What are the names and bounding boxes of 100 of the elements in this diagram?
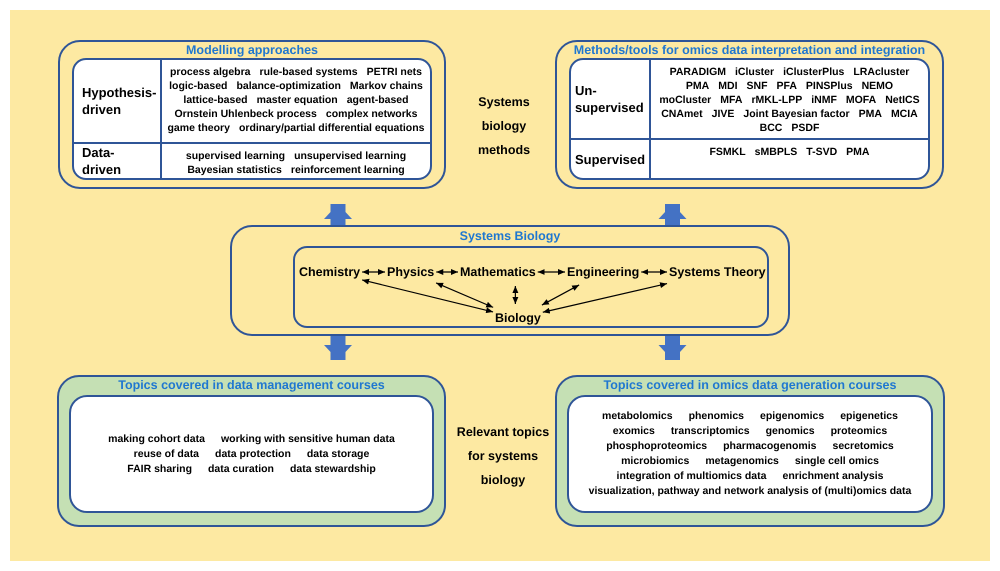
method-term: PARADIGM (670, 65, 726, 79)
method-term: lattice-based (183, 93, 248, 107)
row-header: Supervised (575, 150, 646, 168)
method-term: Ornstein Uhlenbeck process (174, 107, 317, 121)
row-header: Un-supervised (575, 82, 645, 116)
topic-term: integration of multiomics data (616, 469, 766, 484)
method-term: game theory (168, 121, 230, 135)
topic-box (69, 395, 434, 513)
topic-term: metagenomics (705, 454, 779, 469)
arrow (542, 282, 668, 314)
discipline-label: Systems Theory (669, 265, 766, 279)
topic-term: FAIR sharing (127, 462, 192, 476)
discipline-label: Mathematics (460, 265, 536, 279)
topic-term: microbiomics (621, 454, 690, 469)
method-term: Markov chains (350, 79, 423, 93)
method-term: MFA (720, 93, 742, 107)
topic-term: metabolomics (602, 409, 673, 424)
topic-term: proteomics (830, 424, 888, 439)
method-term: iClusterPlus (783, 65, 844, 79)
table-row (571, 60, 928, 140)
method-term: MCIA (890, 107, 918, 121)
topic-term: epigenomics (760, 409, 824, 424)
method-term: JIVE (712, 107, 734, 121)
topic-term: single cell omics (794, 454, 879, 469)
topic-term: working with sensitive human data (220, 432, 395, 446)
method-term: BCC (760, 121, 782, 135)
method-term: PSDF (791, 121, 820, 135)
section-panel (57, 375, 446, 527)
method-term: MDI (718, 79, 738, 93)
block-arrow (324, 336, 352, 360)
block-arrow (324, 204, 352, 225)
method-term: MOFA (846, 93, 876, 107)
discipline-label: Physics (387, 265, 434, 279)
table-row (74, 60, 430, 144)
section-title: Topics covered in data management courses (118, 377, 385, 393)
method-term: FSMKL (709, 145, 746, 160)
method-term: PMA (846, 145, 870, 160)
method-term: sMBPLS (754, 145, 798, 160)
topic-term: data storage (306, 446, 370, 462)
method-term: balance-optimization (236, 79, 341, 93)
section-panel (555, 375, 945, 527)
method-term: T-SVD (806, 145, 838, 160)
method-term: NEMO (862, 79, 894, 93)
method-term: rMKL-LPP (751, 93, 802, 107)
section-panel (555, 40, 944, 189)
method-term: iNMF (811, 93, 837, 107)
topic-term: data stewardship (290, 462, 376, 476)
side-note: Systems biology methods (478, 95, 530, 157)
section-title: Methods/tools for omics data interpretation and integration (574, 42, 926, 58)
method-term: SNF (746, 79, 768, 93)
arrow (362, 278, 494, 314)
method-term: LRAcluster (853, 65, 910, 79)
arrow (542, 284, 580, 306)
arrow (538, 269, 565, 275)
arrow (436, 282, 494, 308)
row-header: Hypothesis-driven (82, 84, 156, 118)
topic-term: data curation (208, 462, 274, 476)
topic-term: exomics (612, 424, 655, 439)
topic-term: phosphoproteomics (606, 439, 708, 454)
topic-term: secretomics (832, 439, 894, 454)
section-title: Topics covered in omics data generation courses (604, 377, 896, 393)
section-title: Systems Biology (460, 228, 560, 244)
side-note: Relevant topics for systems biology (456, 425, 550, 487)
topic-term: phenomics (688, 409, 744, 424)
discipline-label: Engineering (567, 265, 640, 279)
arrow (641, 269, 667, 275)
topic-term: genomics (766, 424, 815, 439)
topic-box (567, 395, 933, 513)
method-term: master equation (256, 93, 338, 107)
topic-term: pharmacogenomis (723, 439, 816, 454)
method-term: ordinary/partial differential equations (238, 121, 424, 135)
topic-term: transcriptomics (670, 424, 750, 439)
method-term: CNAmet (661, 107, 703, 121)
method-term: unsupervised learning (294, 149, 406, 163)
section-panel (230, 225, 790, 336)
method-term: Bayesian statistics (187, 163, 282, 177)
method-term: moCluster (659, 93, 712, 107)
topic-term: enrichment analysis (782, 469, 884, 484)
topic-term: epigenetics (840, 409, 898, 424)
arrow (436, 269, 458, 275)
method-term: Joint Bayesian factor (743, 107, 850, 121)
arrow (362, 269, 385, 275)
method-term: supervised learning (186, 149, 286, 163)
topic-term: data protection (215, 446, 291, 462)
method-term: PINSPlus (806, 79, 853, 93)
row-header: Data-driven (82, 144, 122, 178)
method-term: PMA (858, 107, 882, 121)
discipline-label: Chemistry (299, 265, 360, 279)
method-term: iCluster (735, 65, 774, 79)
section-title: Modelling approaches (186, 42, 318, 58)
method-term: complex networks (326, 107, 418, 121)
topic-term: making cohort data (108, 432, 205, 446)
method-term: process algebra (170, 65, 251, 79)
topic-term: reuse of data (134, 446, 200, 462)
method-term: reinforcement learning (290, 163, 405, 177)
block-arrow (658, 336, 686, 360)
method-term: PMA (686, 79, 710, 93)
arrow (512, 286, 518, 304)
section-panel (58, 40, 446, 189)
topic-term: visualization, pathway and network analysis of (multi)omics data (588, 484, 912, 499)
